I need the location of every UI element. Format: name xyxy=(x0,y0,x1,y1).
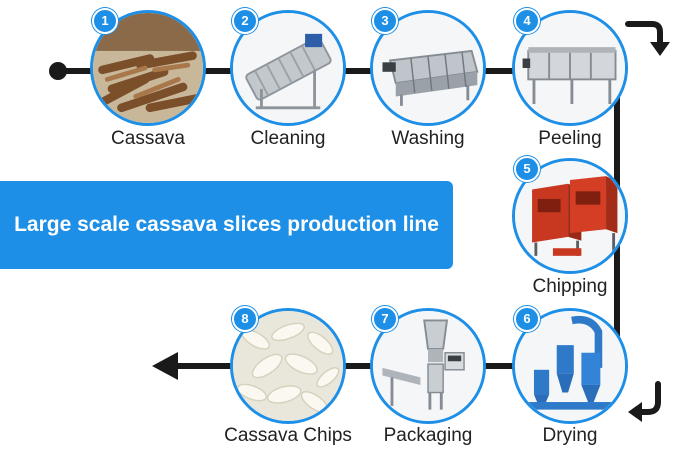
step-peeling: 4 xyxy=(512,8,628,126)
banner-title: Large scale cassava slices production li… xyxy=(14,213,439,236)
step-number-badge: 5 xyxy=(514,156,540,182)
step-packaging: 7 xyxy=(370,306,486,424)
step-number-badge: 1 xyxy=(92,8,118,34)
step-label-cassava: Cassava xyxy=(111,128,185,149)
step-number-badge: 3 xyxy=(372,8,398,34)
title-banner: Large scale cassava slices production li… xyxy=(0,181,453,269)
step-label-peeling: Peeling xyxy=(538,128,602,149)
flow-start-dot xyxy=(49,62,67,80)
flow-end-arrowhead xyxy=(152,352,178,380)
step-number-badge: 6 xyxy=(514,306,540,332)
step-chipping: 5 xyxy=(512,156,628,274)
step-label-washing: Washing xyxy=(391,128,465,149)
step-number-badge: 2 xyxy=(232,8,258,34)
step-washing: 3 xyxy=(370,8,486,126)
step-label-packaging: Packaging xyxy=(383,425,473,446)
step-number-badge: 7 xyxy=(372,306,398,332)
step-drying: 6 xyxy=(512,306,628,424)
turn-down-arrow-icon xyxy=(625,21,670,56)
washing-conveyor-machine-photo xyxy=(370,10,486,126)
step-label-chipping: Chipping xyxy=(532,276,608,297)
turn-left-arrow-icon xyxy=(628,381,661,422)
step-label-cassava-chips: Cassava Chips xyxy=(224,425,352,446)
step-number-badge: 4 xyxy=(514,8,540,34)
step-cassava-chips: 8 xyxy=(230,306,346,424)
step-label-drying: Drying xyxy=(542,425,598,446)
step-number-badge: 8 xyxy=(232,306,258,332)
step-cassava: 1 xyxy=(90,8,206,126)
step-label-cleaning: Cleaning xyxy=(250,128,326,149)
step-cleaning: 2 xyxy=(230,8,346,126)
